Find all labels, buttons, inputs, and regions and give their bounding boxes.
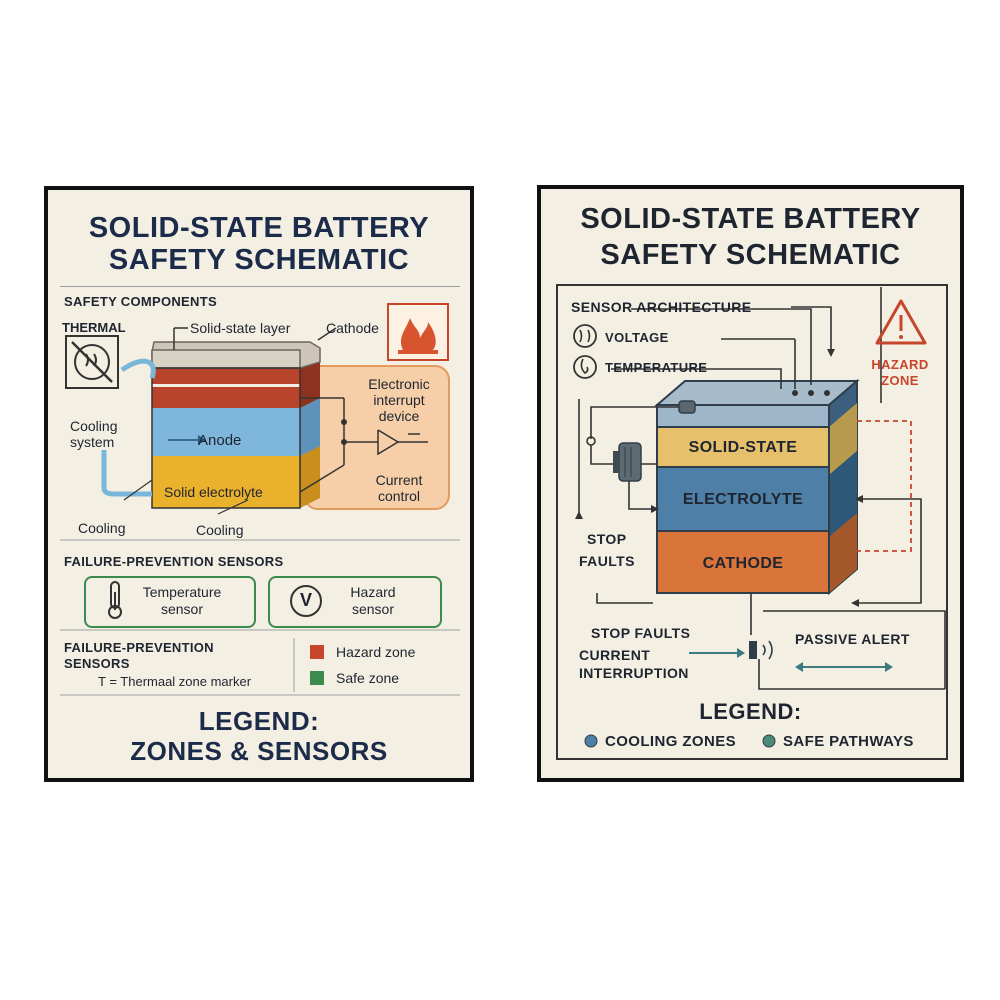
anode-layer (152, 408, 300, 456)
temperature-sensor-line2: sensor (160, 601, 204, 617)
electrolyte-label: ELECTROLYTE (682, 491, 804, 508)
hazard-warning-icon (875, 299, 927, 345)
stack-outline (151, 367, 301, 509)
temperature-icon (573, 355, 597, 379)
temperature-sensor-line1: Temperature (142, 584, 222, 600)
battery-schematic-right (556, 284, 948, 760)
right-title-line2: SAFETY SCHEMATIC (600, 239, 901, 271)
current-interruption-line1: CURRENT (579, 647, 651, 663)
failure-prevention-heading: FAILURE-PREVENTION SENSORS (64, 554, 284, 569)
failure-prevention-heading-2-line1: FAILURE-PREVENTION (64, 640, 214, 655)
transistor-symbol (377, 429, 400, 456)
voltage-icon (290, 585, 322, 617)
failure-prevention-heading-2-line2: SENSORS (64, 656, 130, 671)
cathode-layer-upper (152, 368, 300, 384)
electrolyte-side (300, 446, 320, 508)
hazard-zone-legend: Hazard zone (336, 644, 416, 660)
anode-label: Anode (198, 432, 242, 449)
cooling-system-label-1: Cooling (70, 418, 118, 434)
battery-cell (654, 378, 860, 596)
safe-pathways-legend: SAFE PATHWAYS (783, 733, 914, 750)
cooling-zones-legend: COOLING ZONES (605, 733, 737, 750)
divider (60, 286, 460, 287)
hazard-sensor-line2: sensor (351, 601, 395, 617)
flame-icon (387, 303, 449, 361)
passive-alert-label: PASSIVE ALERT (795, 631, 910, 647)
anode-side (300, 398, 320, 456)
safety-components-heading: SAFETY COMPONENTS (64, 294, 217, 309)
hazard-zone-swatch (310, 645, 324, 659)
no-heat-icon (65, 335, 119, 389)
left-poster: SOLID-STATE BATTERY SAFETY SCHEMATIC SAF… (44, 186, 474, 782)
temperature-sensor-card (84, 576, 256, 628)
right-title-line1: SOLID-STATE BATTERY (580, 203, 921, 235)
electrolyte-layer (152, 456, 300, 508)
voltage-label: VOLTAGE (605, 330, 669, 345)
left-legend-line1: LEGEND: (198, 706, 320, 736)
right-poster: SOLID-STATE BATTERY SAFETY SCHEMATIC (537, 185, 964, 782)
eid-line2: interrupt (373, 392, 425, 408)
hazard-sensor-line1: Hazard (350, 584, 396, 600)
current-interruption-line2: INTERRUPTION (579, 665, 689, 681)
cathode-label: CATHODE (702, 555, 784, 572)
left-legend-line2: ZONES & SENSORS (130, 736, 388, 766)
hazard-sensor-card (268, 576, 442, 628)
current-control-line2: control (377, 488, 421, 504)
left-title-line2: SAFETY SCHEMATIC (108, 244, 410, 276)
hazard-zone-line1: HAZARD (871, 357, 929, 372)
cooling-bottom-label: Cooling (196, 522, 244, 538)
cathode-side (300, 358, 320, 408)
current-control-line1: Current (375, 472, 423, 488)
temperature-label: TEMPERATURE (605, 360, 708, 375)
cooling-system-label-2: system (70, 434, 115, 450)
left-title-line1: SOLID-STATE BATTERY (88, 212, 430, 244)
cathode-layer-lower (152, 387, 300, 408)
stop-faults-line1: STOP (587, 531, 627, 547)
hazard-zone-outline (857, 420, 912, 552)
cooling-left-label: Cooling (78, 520, 126, 536)
solid-state-label: SOLID-STATE (688, 439, 798, 456)
safe-zone-legend: Safe zone (336, 670, 400, 686)
thermal-zone-marker-text: T = Thermaal zone marker (98, 674, 252, 689)
connector-icon (613, 442, 642, 482)
right-legend-heading: LEGEND: (699, 699, 802, 724)
thermal-label: THERMAL (62, 320, 126, 335)
safe-pathways-swatch (762, 734, 776, 748)
thermometer-icon (108, 581, 122, 619)
eid-line3: device (378, 408, 420, 424)
solid-state-slab-front (151, 349, 301, 369)
safe-zone-swatch (310, 671, 324, 685)
battery-schematic-left (60, 303, 460, 696)
solid-state-layer-label: Solid-state layer (190, 320, 291, 336)
hazard-sensor-symbol: V (299, 590, 312, 610)
hazard-zone-line2: ZONE (881, 373, 919, 388)
sensor-architecture-heading: SENSOR ARCHITECTURE (571, 299, 752, 315)
eid-line1: Electronic (368, 376, 430, 392)
cooling-zones-swatch (584, 734, 598, 748)
cooling-pipe-left (101, 450, 152, 497)
stop-faults-line2: FAULTS (579, 553, 635, 569)
cathode-label: Cathode (326, 320, 379, 336)
solid-electrolyte-label: Solid electrolyte (164, 484, 263, 500)
stop-faults-bottom: STOP FAULTS (591, 625, 691, 641)
cooling-pipe-top (120, 358, 156, 379)
inner-frame (556, 284, 948, 760)
speaker-icon (749, 640, 773, 660)
voltage-icon (573, 324, 597, 348)
